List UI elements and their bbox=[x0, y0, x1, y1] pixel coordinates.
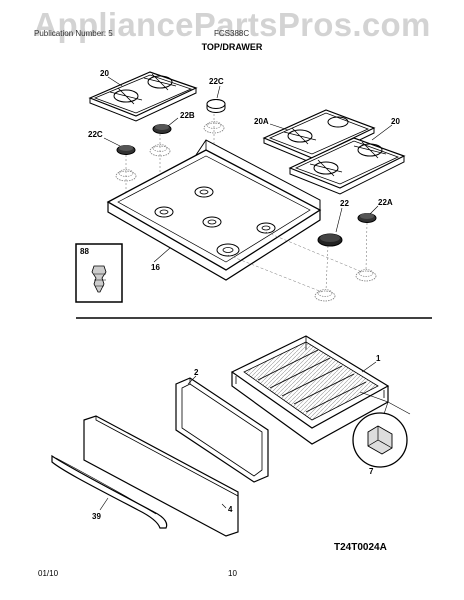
drawer-body bbox=[230, 335, 390, 445]
footer-date: 01/10 bbox=[38, 569, 59, 578]
cap-22b bbox=[149, 124, 172, 180]
callout-1: 1 bbox=[376, 354, 381, 363]
cooktop-main-top bbox=[106, 139, 322, 281]
drawer-back-panel bbox=[175, 377, 269, 483]
drawer-handle bbox=[51, 454, 168, 529]
callout-22c-top: 22C bbox=[209, 77, 224, 86]
figure-code: T24T0024A bbox=[334, 542, 387, 553]
callout-22a: 22A bbox=[378, 198, 393, 207]
cap-22 bbox=[314, 233, 343, 302]
publication-label: Publication Number: 5 bbox=[34, 29, 113, 38]
inset-88-box bbox=[75, 243, 123, 303]
callout-20a: 20A bbox=[254, 117, 269, 126]
callout-2: 2 bbox=[194, 368, 199, 377]
clip-7-inset bbox=[352, 391, 411, 468]
callout-22: 22 bbox=[340, 199, 349, 208]
callout-7: 7 bbox=[369, 467, 374, 476]
section-title: TOP/DRAWER bbox=[201, 42, 263, 52]
callout-88: 88 bbox=[80, 247, 89, 256]
callout-20-right: 20 bbox=[391, 117, 400, 126]
grate-left bbox=[88, 71, 198, 122]
callout-22c-left: 22C bbox=[88, 130, 103, 139]
footer-page-number: 10 bbox=[228, 569, 237, 578]
drawer-front bbox=[83, 415, 239, 537]
callout-22b: 22B bbox=[180, 111, 195, 120]
callout-20-left: 20 bbox=[100, 69, 109, 78]
cap-22c-top bbox=[203, 99, 226, 146]
grate-right bbox=[288, 137, 406, 195]
callout-4: 4 bbox=[228, 505, 233, 514]
callout-16: 16 bbox=[151, 263, 160, 272]
callout-39: 39 bbox=[92, 512, 101, 521]
cap-22c-left bbox=[115, 145, 137, 200]
model-label: FCS388C bbox=[214, 29, 250, 38]
cap-22a bbox=[355, 213, 377, 282]
